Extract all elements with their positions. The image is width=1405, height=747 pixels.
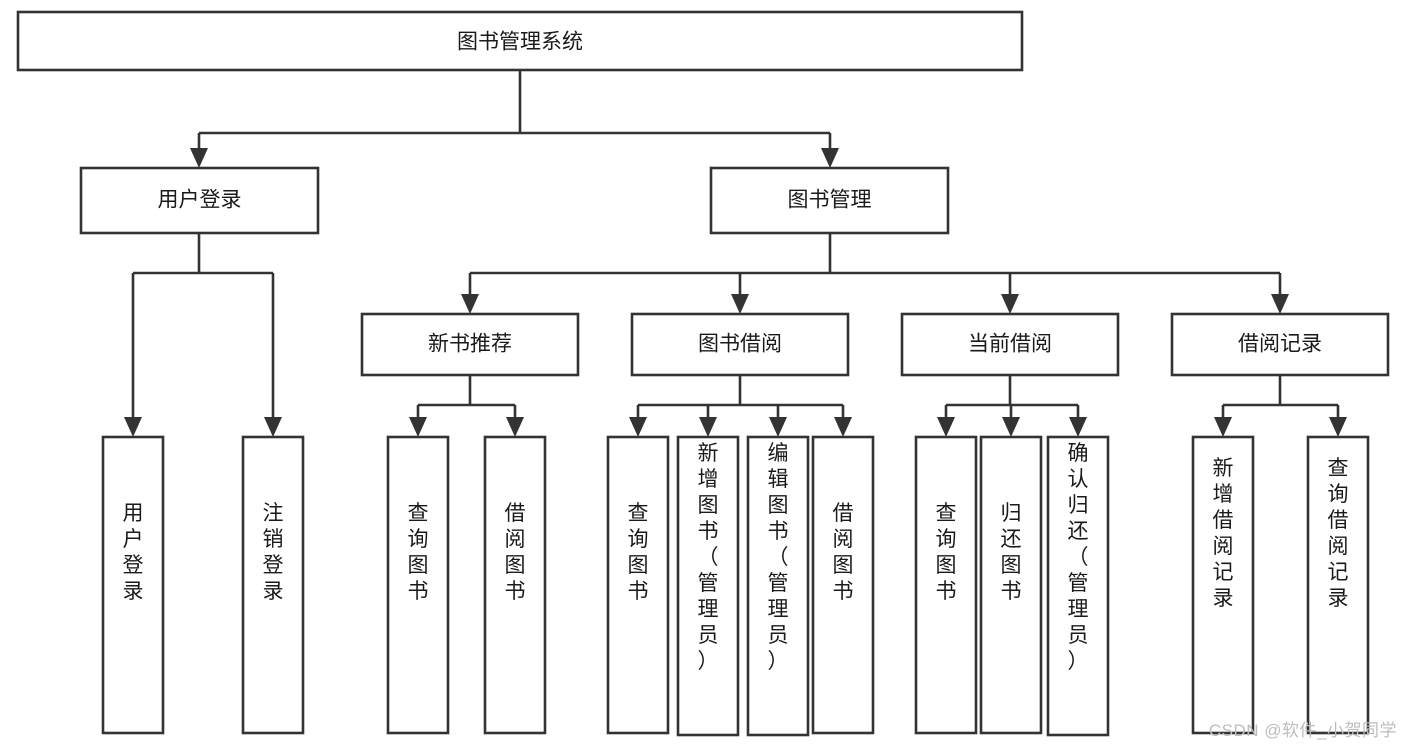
node-new-book-recommend[interactable]: 新书推荐 <box>360 312 580 377</box>
leaf-query-book-1-label: 查询图书 <box>408 502 429 603</box>
leaf-query-record-box[interactable] <box>1306 435 1370 735</box>
node-leaf-logout-login[interactable]: 注销登录 <box>241 435 305 735</box>
book-management-box[interactable] <box>709 166 950 235</box>
leaf-user-login-label: 用户登录 <box>123 502 144 603</box>
arrow-to-leaf-add-book <box>699 417 717 437</box>
arrow-to-leaf-query-record <box>1329 417 1347 437</box>
current-borrow-box[interactable] <box>900 312 1120 377</box>
node-leaf-confirm-return[interactable]: 确认归还（管理员） <box>1046 435 1110 737</box>
arrow-to-leaf-query-book-1 <box>409 417 427 437</box>
arrow-to-leaf-logout-login <box>264 417 282 437</box>
node-borrow-record[interactable]: 借阅记录 <box>1170 312 1390 377</box>
node-leaf-query-record[interactable]: 查询借阅记录 <box>1306 435 1370 735</box>
node-leaf-add-book[interactable]: 新增图书（管理员） <box>676 435 740 737</box>
leaf-return-book-box[interactable] <box>979 435 1043 735</box>
arrow-to-leaf-query-book-2 <box>629 417 647 437</box>
book-management-label: 图书管理 <box>788 189 872 212</box>
leaf-logout-login-box[interactable] <box>241 435 305 735</box>
leaf-borrow-book-2-box[interactable] <box>811 435 875 735</box>
node-book-borrow[interactable]: 图书借阅 <box>630 312 850 377</box>
leaf-query-book-3-label: 查询图书 <box>936 502 957 603</box>
arrow-to-borrow-record <box>1271 294 1289 314</box>
node-leaf-query-book-2[interactable]: 查询图书 <box>606 435 670 735</box>
leaf-query-record-label: 查询借阅记录 <box>1328 457 1349 610</box>
leaf-confirm-return-label: 确认归还（管理员） <box>1068 442 1089 673</box>
node-leaf-query-book-3[interactable]: 查询图书 <box>914 435 978 735</box>
leaf-add-book-box[interactable] <box>676 435 740 737</box>
arrow-to-book-borrow <box>731 294 749 314</box>
book-borrow-box[interactable] <box>630 312 850 377</box>
node-root[interactable]: 图书管理系统 <box>16 10 1024 72</box>
arrow-to-book-management <box>821 148 839 168</box>
node-current-borrow[interactable]: 当前借阅 <box>900 312 1120 377</box>
leaf-query-book-2-box[interactable] <box>606 435 670 735</box>
leaf-borrow-book-2-label: 借阅图书 <box>833 502 854 603</box>
root-label: 图书管理系统 <box>457 31 583 54</box>
new-book-recommend-label: 新书推荐 <box>428 333 512 356</box>
leaf-user-login-box[interactable] <box>101 435 165 735</box>
arrow-to-new-book-recommend <box>461 294 479 314</box>
leaf-logout-login-label: 注销登录 <box>263 502 284 603</box>
leaf-add-record-label: 新增借阅记录 <box>1213 457 1234 610</box>
node-leaf-borrow-book-2[interactable]: 借阅图书 <box>811 435 875 735</box>
leaf-borrow-book-1-box[interactable] <box>483 435 547 735</box>
node-leaf-return-book[interactable]: 归还图书 <box>979 435 1043 735</box>
arrow-to-leaf-add-record <box>1214 417 1232 437</box>
book-borrow-label: 图书借阅 <box>698 333 782 356</box>
leaf-confirm-return-box[interactable] <box>1046 435 1110 737</box>
leaf-return-book-label: 归还图书 <box>1001 502 1022 603</box>
arrow-to-current-borrow <box>1001 294 1019 314</box>
borrow-record-label: 借阅记录 <box>1238 333 1322 356</box>
node-book-management[interactable]: 图书管理 <box>709 166 950 235</box>
user-login-box[interactable] <box>79 166 320 235</box>
leaf-borrow-book-1-label: 借阅图书 <box>505 502 526 603</box>
leaf-query-book-2-label: 查询图书 <box>628 502 649 603</box>
node-leaf-user-login[interactable]: 用户登录 <box>101 435 165 735</box>
current-borrow-label: 当前借阅 <box>968 333 1052 356</box>
connector-layer <box>124 70 1347 437</box>
user-login-label: 用户登录 <box>158 189 242 212</box>
borrow-record-box[interactable] <box>1170 312 1390 377</box>
node-leaf-edit-book[interactable]: 编辑图书（管理员） <box>746 435 810 737</box>
leaf-query-book-3-box[interactable] <box>914 435 978 735</box>
arrow-to-leaf-return-book <box>1002 417 1020 437</box>
leaf-query-book-1-box[interactable] <box>386 435 450 735</box>
node-leaf-query-book-1[interactable]: 查询图书 <box>386 435 450 735</box>
arrow-to-leaf-edit-book <box>769 417 787 437</box>
node-leaf-add-record[interactable]: 新增借阅记录 <box>1191 435 1255 735</box>
new-book-recommend-box[interactable] <box>360 312 580 377</box>
leaf-add-book-label: 新增图书（管理员） <box>698 442 719 673</box>
arrow-to-user-login <box>190 148 208 168</box>
arrow-to-leaf-borrow-book-1 <box>506 417 524 437</box>
leaf-edit-book-box[interactable] <box>746 435 810 737</box>
arrow-to-leaf-borrow-book-2 <box>834 417 852 437</box>
leaf-edit-book-label: 编辑图书（管理员） <box>768 442 789 673</box>
arrow-to-leaf-query-book-3 <box>937 417 955 437</box>
leaf-add-record-box[interactable] <box>1191 435 1255 735</box>
node-user-login[interactable]: 用户登录 <box>79 166 320 235</box>
arrow-to-leaf-user-login <box>124 417 142 437</box>
node-leaf-borrow-book-1[interactable]: 借阅图书 <box>483 435 547 735</box>
arrow-to-leaf-confirm-return <box>1069 417 1087 437</box>
root-box[interactable] <box>16 10 1024 72</box>
